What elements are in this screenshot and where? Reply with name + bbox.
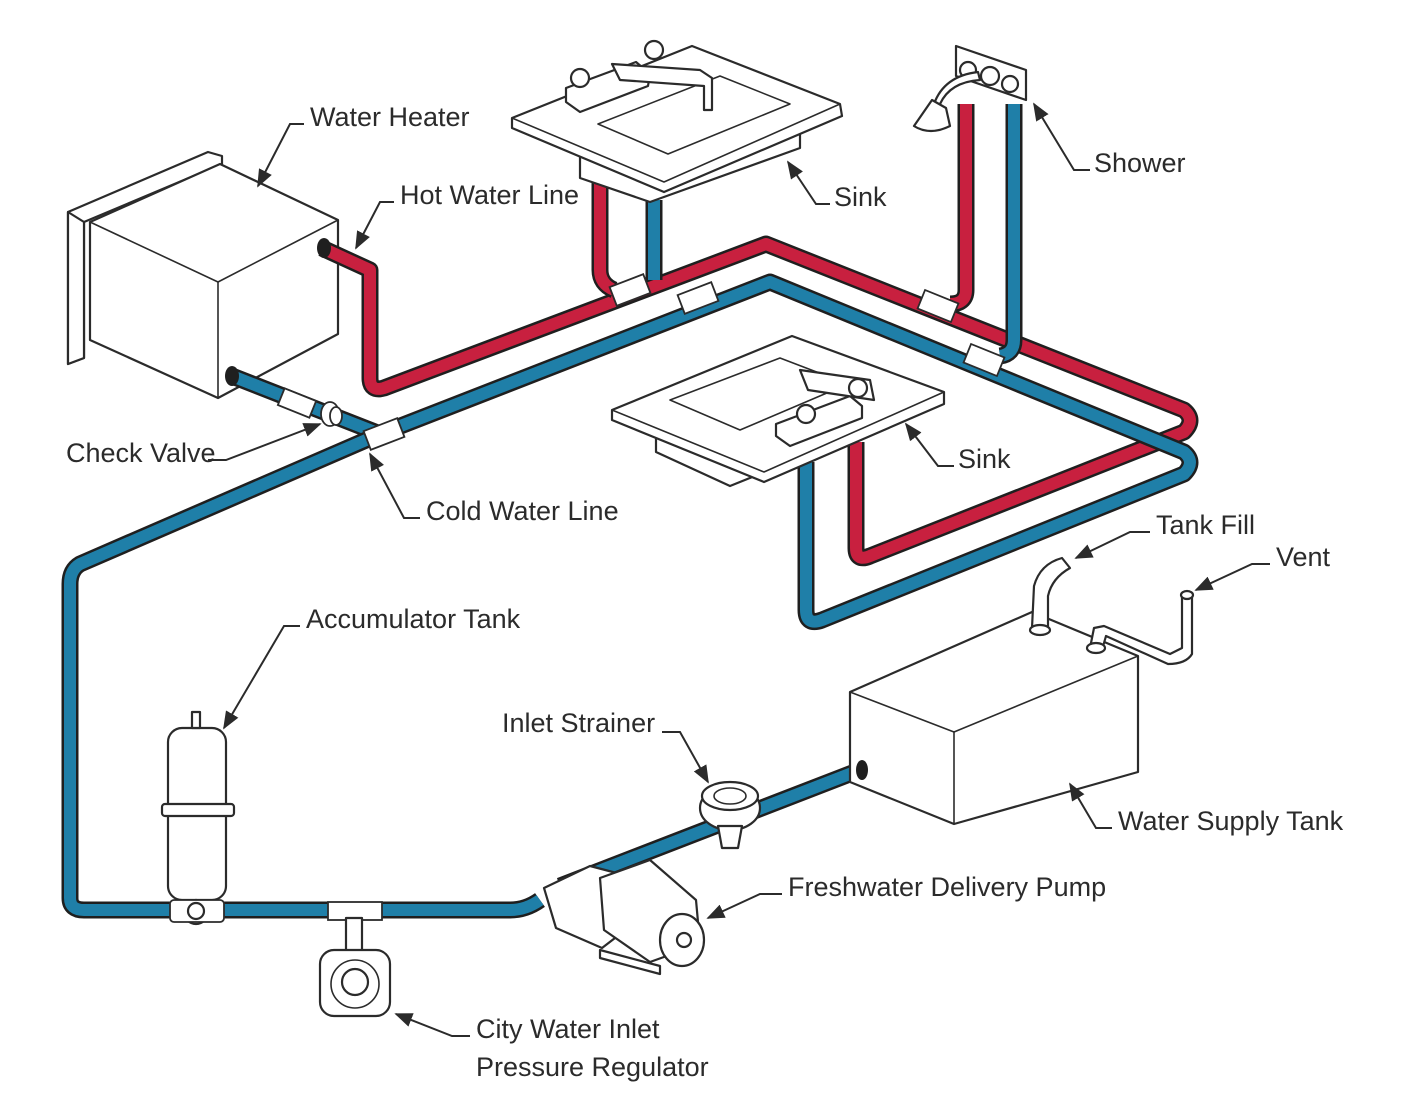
- svg-text:City Water Inlet: City Water Inlet: [476, 1014, 660, 1044]
- label-water-heater: Water Heater: [257, 102, 470, 188]
- label-shower: Shower: [1033, 102, 1186, 178]
- label-water-supply-tank: Water Supply Tank: [1069, 782, 1344, 836]
- svg-text:Sink: Sink: [958, 444, 1011, 474]
- label-vent: Vent: [1194, 542, 1331, 591]
- cold-inlet-fitting: [225, 366, 239, 386]
- svg-text:Vent: Vent: [1276, 542, 1331, 572]
- inlet-strainer: [698, 780, 762, 850]
- svg-text:Shower: Shower: [1094, 148, 1186, 178]
- hot-outlet-fitting: [317, 238, 331, 258]
- svg-text:Water Heater: Water Heater: [310, 102, 470, 132]
- svg-text:Pressure Regulator: Pressure Regulator: [476, 1052, 709, 1082]
- pipe-fittings: [276, 273, 1006, 921]
- label-city-water-inlet: City Water Inlet Pressure Regulator: [394, 1013, 709, 1082]
- label-freshwater-delivery-pump: Freshwater Delivery Pump: [706, 872, 1106, 919]
- label-inlet-strainer: Inlet Strainer: [502, 708, 709, 784]
- label-sink-upper: Sink: [787, 160, 887, 212]
- svg-text:Inlet Strainer: Inlet Strainer: [502, 708, 655, 738]
- sink-lower: [610, 334, 946, 488]
- check-valve: [320, 401, 343, 427]
- svg-text:Water Supply Tank: Water Supply Tank: [1118, 806, 1344, 836]
- label-hot-water-line: Hot Water Line: [355, 180, 579, 250]
- vent-pipe: [1085, 589, 1195, 666]
- label-check-valve: Check Valve: [66, 423, 322, 468]
- sink-upper: [510, 39, 844, 204]
- svg-text:Check Valve: Check Valve: [66, 438, 216, 468]
- label-accumulator-tank: Accumulator Tank: [223, 604, 521, 730]
- water-heater: [66, 150, 340, 400]
- svg-text:Hot Water Line: Hot Water Line: [400, 180, 579, 210]
- label-tank-fill: Tank Fill: [1074, 510, 1255, 559]
- city-water-inlet: [318, 916, 392, 1018]
- svg-text:Cold Water Line: Cold Water Line: [426, 496, 619, 526]
- label-cold-water-line: Cold Water Line: [369, 452, 619, 526]
- svg-text:Freshwater Delivery Pump: Freshwater Delivery Pump: [788, 872, 1106, 902]
- tank-fill-pipe: [1028, 556, 1072, 637]
- svg-text:Sink: Sink: [834, 182, 887, 212]
- accumulator-tank: [160, 710, 236, 926]
- freshwater-delivery-pump: [542, 858, 706, 976]
- svg-text:Tank Fill: Tank Fill: [1156, 510, 1255, 540]
- shower: [912, 44, 1028, 133]
- svg-text:Accumulator Tank: Accumulator Tank: [306, 604, 521, 634]
- label-sink-lower: Sink: [904, 422, 1011, 474]
